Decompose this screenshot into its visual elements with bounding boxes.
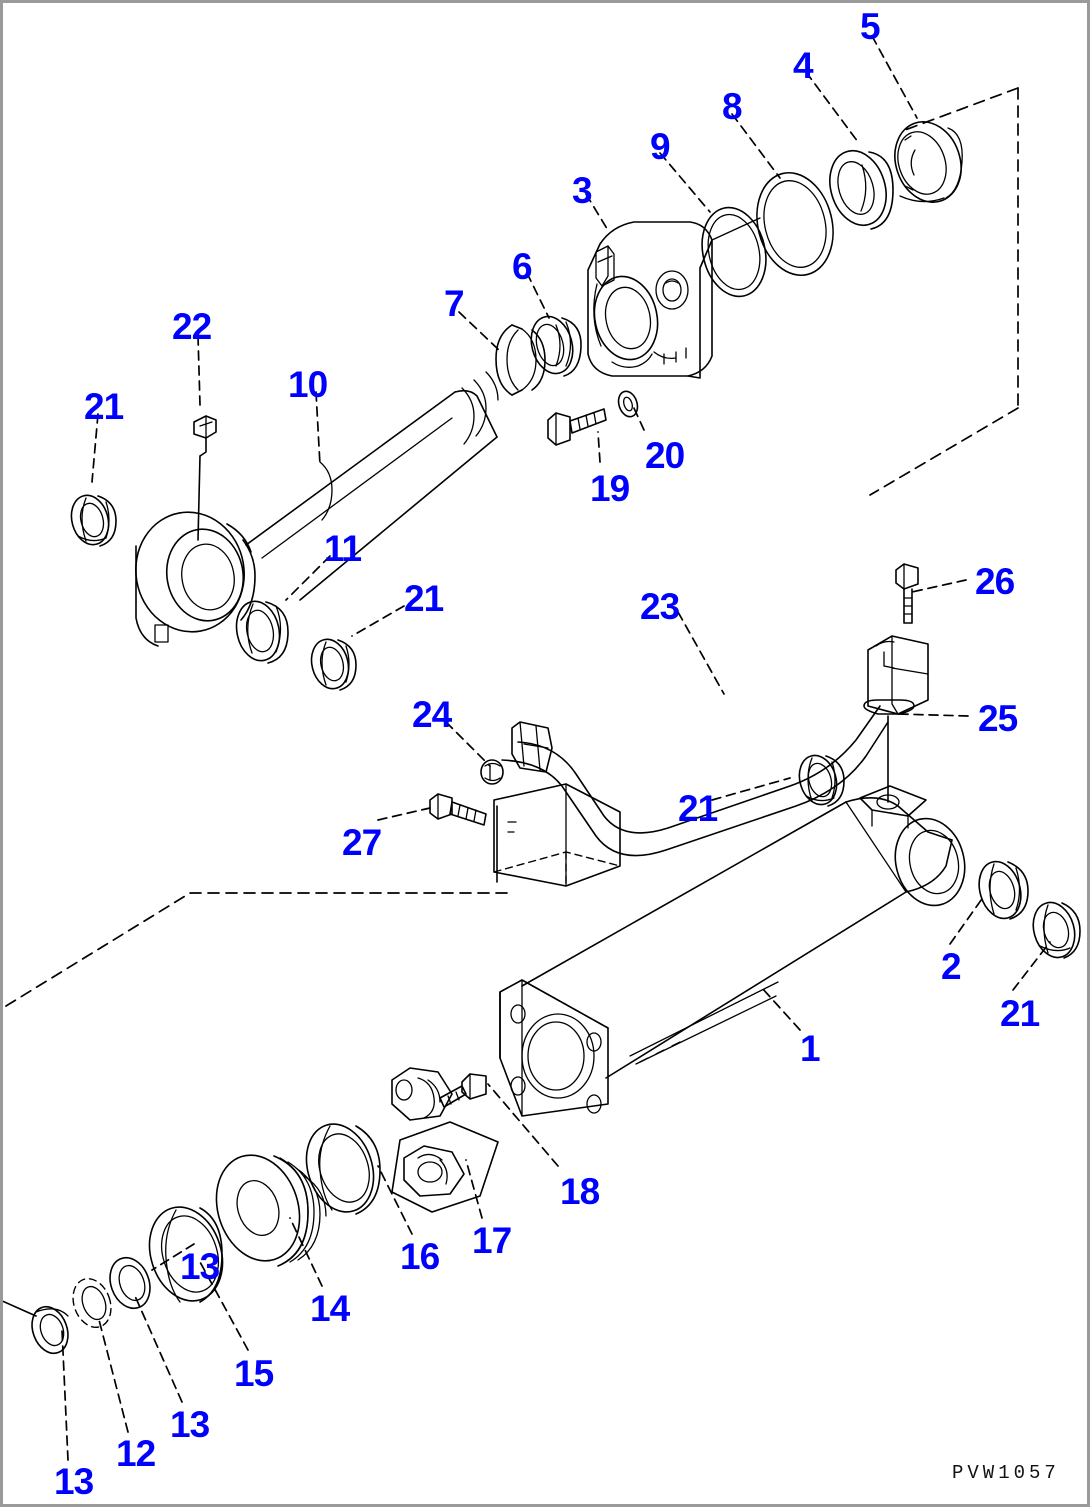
part-4-seal-ring	[829, 150, 894, 230]
part-13-ring-b	[109, 1256, 151, 1310]
callout-label-5: 5	[860, 6, 881, 47]
part-22-grease-fitting	[193, 415, 217, 541]
callout-label-21d: 21	[1000, 993, 1040, 1034]
callout-label-10: 10	[288, 364, 328, 405]
callout-label-6: 6	[512, 246, 533, 287]
callout-label-21: 21	[84, 386, 124, 427]
callout-label-22: 22	[172, 306, 212, 347]
callout-label-1: 1	[800, 1028, 821, 1069]
part-16-wear-ring	[305, 1123, 381, 1215]
callout-label-21b: 21	[404, 578, 444, 619]
part-6-backup-ring	[530, 315, 582, 377]
part-21d-bushing	[1032, 901, 1081, 959]
part-27-bolt	[429, 793, 487, 826]
callout-label-8: 8	[722, 86, 743, 127]
callout-label-16: 16	[400, 1236, 440, 1277]
callout-label-21c: 21	[678, 788, 718, 829]
callout-label-3: 3	[572, 170, 593, 211]
callout-label-7: 7	[444, 283, 465, 324]
callout-label-23: 23	[640, 586, 680, 627]
part-17-piston-retainer	[391, 1067, 499, 1213]
callout-label-19: 19	[590, 468, 630, 509]
part-21c-bushing	[798, 754, 845, 807]
callout-label-15: 15	[234, 1353, 274, 1394]
callout-label-18: 18	[560, 1171, 600, 1212]
part-19-bolt	[547, 408, 607, 446]
rod-eye-end	[135, 511, 256, 647]
part-5-dust-seal	[894, 121, 963, 203]
part-2-bushing	[978, 860, 1029, 920]
callout-label-20: 20	[645, 435, 685, 476]
callout-label-9: 9	[650, 126, 671, 167]
part-24-tube-clamp	[480, 759, 621, 887]
part-3-cylinder-head	[587, 217, 761, 379]
part-11-rod-bushing	[235, 600, 289, 664]
callout-label-4: 4	[793, 45, 814, 86]
part-18-retainer-screw	[439, 1073, 487, 1108]
part-8-o-ring	[756, 171, 834, 277]
callout-label-14: 14	[310, 1288, 350, 1329]
part-21-left-bushing	[70, 494, 117, 547]
part-9-o-ring	[701, 206, 767, 298]
callout-label-13b: 13	[170, 1404, 210, 1445]
callout-label-2: 2	[941, 946, 962, 987]
part-13-ring-a	[0, 1299, 69, 1355]
part-1-cylinder-tube	[499, 785, 966, 1117]
callout-label-13c: 13	[180, 1246, 220, 1287]
callout-label-11: 11	[324, 528, 362, 569]
callout-label-27: 27	[342, 822, 382, 863]
part-7-snap-ring	[495, 324, 546, 396]
callout-label-24: 24	[412, 694, 452, 735]
callout-label-13: 13	[54, 1461, 94, 1502]
callout-label-25: 25	[978, 698, 1018, 739]
callout-label-17: 17	[472, 1220, 512, 1261]
part-10-piston-rod	[245, 371, 499, 601]
frame-break-lines	[5, 87, 1019, 1007]
part-26-bolt	[895, 563, 919, 624]
callout-label-26: 26	[975, 561, 1015, 602]
sheet-watermark: PVW1057	[952, 1462, 1060, 1484]
part-21b-bushing	[310, 638, 357, 691]
part-25-pin	[863, 699, 915, 803]
callout-label-12: 12	[116, 1433, 156, 1474]
part-20-washer	[617, 390, 639, 418]
